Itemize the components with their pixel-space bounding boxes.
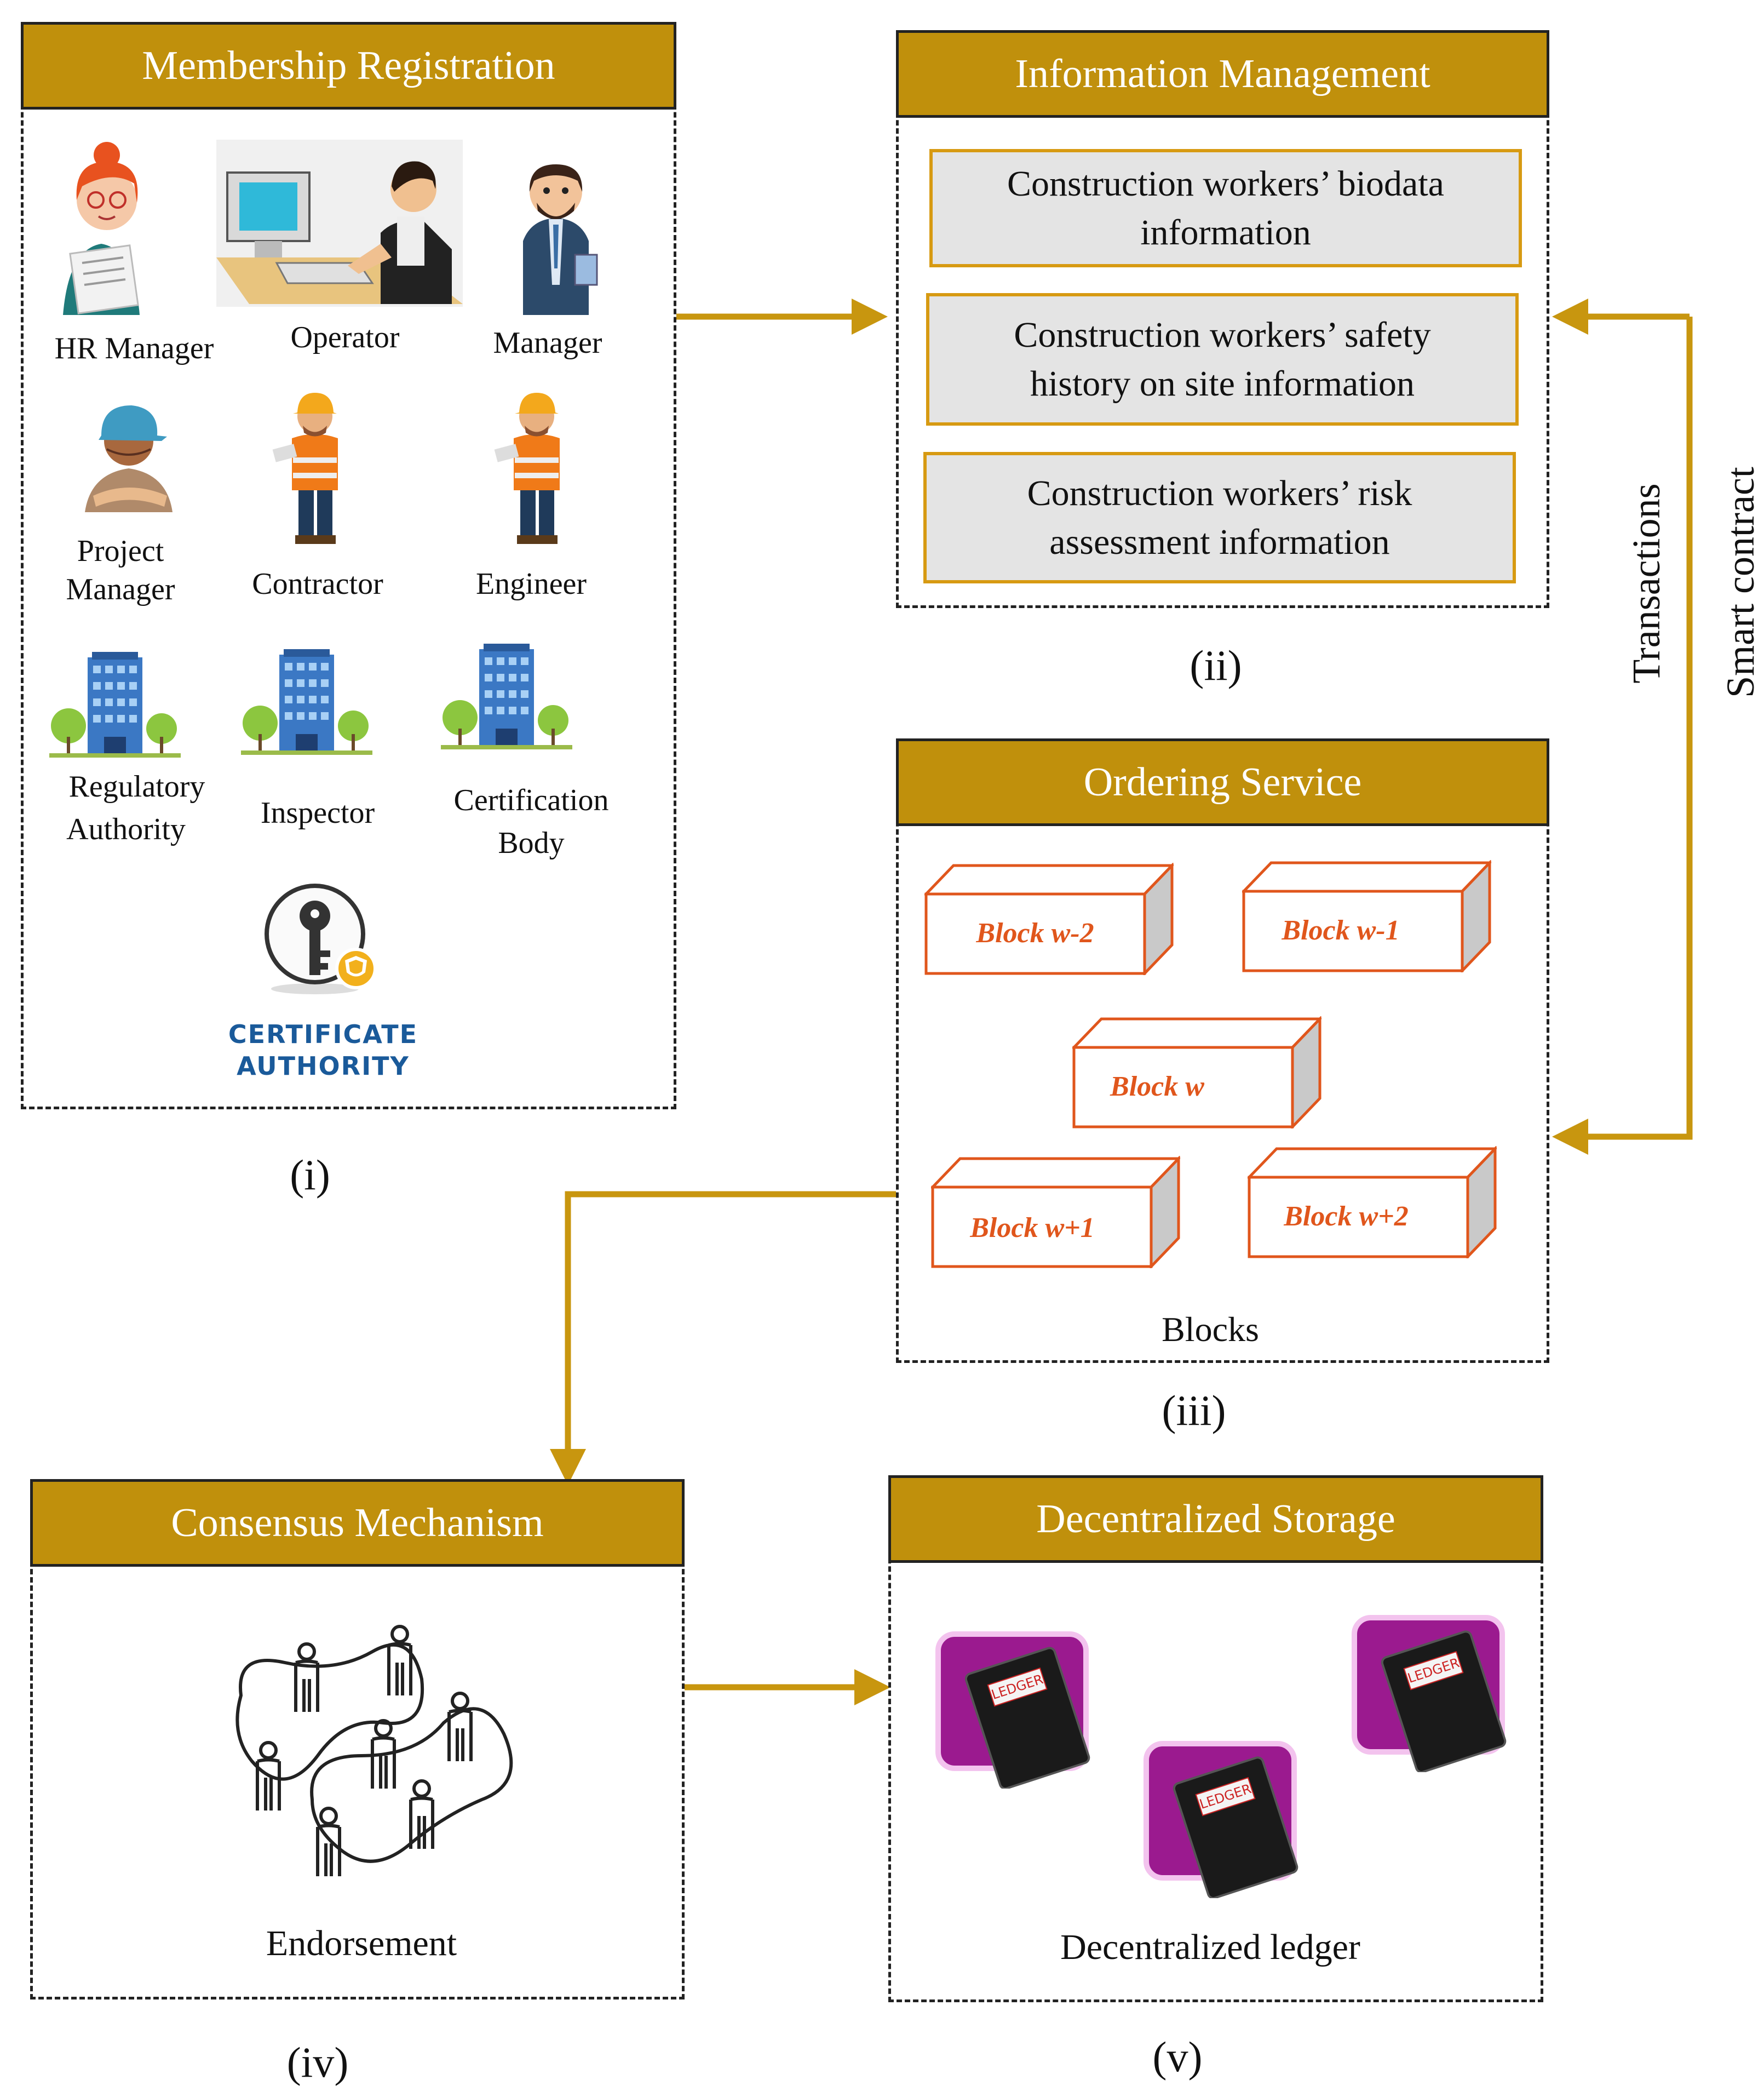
info-item-safety-line2: history on site information [1030, 364, 1415, 404]
certificate-authority-label-1: CERTIFICATE [228, 1019, 418, 1049]
ordering-service-title: Ordering Service [896, 738, 1549, 826]
block-w-minus-1: Block w-1 [1242, 860, 1491, 972]
information-management-title: Information Management [896, 30, 1549, 118]
certification-body-label-2: Body [498, 826, 565, 860]
membership-registration-title: Membership Registration [21, 22, 676, 110]
operator-label: Operator [290, 320, 400, 354]
certification-body-building-icon [441, 644, 572, 749]
block-w-plus-1: Block w+1 [931, 1156, 1180, 1268]
certificate-authority-label-2: AUTHORITY [237, 1051, 410, 1081]
information-management-panel: Information Management [896, 30, 1549, 608]
ordering-caption: (iii) [1162, 1386, 1226, 1434]
ledger-icon-3: LEDGER [1352, 1615, 1507, 1772]
project-manager-label-2: Manager [66, 572, 175, 606]
inspector-label: Inspector [260, 796, 375, 830]
engineer-icon [494, 393, 560, 544]
endorsement-people-icon [235, 1625, 513, 1876]
info-item-safety-line1: Construction workers’ safety [1014, 314, 1431, 355]
project-manager-icon [85, 405, 173, 512]
arrow-ordering-to-consensus [550, 1191, 896, 1485]
storage-caption: (v) [1152, 2033, 1203, 2081]
block-w-plus-2-label: Block w+2 [1283, 1201, 1409, 1232]
regulatory-authority-label-2: Authority [66, 812, 186, 846]
decentralized-ledger-label: Decentralized ledger [1060, 1927, 1360, 1967]
consensus-caption: (iv) [286, 2038, 349, 2086]
smart-contract-label: Smart contract [1719, 467, 1762, 698]
info-item-biodata: Construction workers’ biodata information [929, 149, 1522, 267]
block-w-minus-1-label: Block w-1 [1281, 915, 1399, 946]
hr-manager-icon [63, 142, 140, 315]
consensus-mechanism-panel: Consensus Mechanism [30, 1479, 685, 1999]
consensus-mechanism-title: Consensus Mechanism [30, 1479, 685, 1567]
info-item-safety-history: Construction workers’ safety history on s… [926, 293, 1519, 426]
transactions-label: Transactions [1624, 483, 1668, 684]
contractor-icon [272, 393, 338, 544]
block-w: Block w [1072, 1016, 1321, 1128]
block-w-plus-2: Block w+2 [1248, 1146, 1497, 1258]
info-item-risk-assessment: Construction workers’ risk assessment inf… [923, 452, 1516, 583]
info-item-risk-line2: assessment information [1049, 522, 1390, 562]
info-item-risk-line1: Construction workers’ risk [1027, 473, 1412, 513]
key-shield-icon [265, 884, 377, 994]
ordering-service-panel: Ordering Service [896, 738, 1549, 1363]
ledger-icon-2: LEDGER [1144, 1741, 1298, 1898]
manager-label: Manager [493, 326, 602, 360]
certification-body-label-1: Certification [453, 783, 609, 817]
engineer-label: Engineer [475, 567, 587, 601]
blocks-label: Blocks [1162, 1310, 1259, 1349]
ledger-icon-1: LEDGER [935, 1631, 1090, 1789]
contractor-label: Contractor [252, 567, 383, 601]
membership-caption: (i) [290, 1151, 330, 1199]
info-item-biodata-line2: information [1140, 213, 1311, 253]
manager-icon [523, 164, 598, 315]
block-w-plus-1-label: Block w+1 [969, 1212, 1095, 1244]
block-w-minus-2: Block w-2 [924, 863, 1174, 975]
operator-icon [216, 140, 463, 307]
regulatory-authority-label-1: Regulatory [68, 770, 205, 804]
information-caption: (ii) [1190, 641, 1242, 689]
decentralized-storage-title: Decentralized Storage [888, 1475, 1543, 1563]
hr-manager-label: HR Manager [54, 331, 214, 365]
arrow-transactions-loop [1552, 317, 1693, 1155]
endorsement-label: Endorsement [266, 1923, 457, 1963]
regulatory-authority-building-icon [49, 652, 181, 758]
block-w-label: Block w [1110, 1071, 1204, 1102]
decentralized-storage-panel: Decentralized Storage [888, 1475, 1543, 2002]
project-manager-label-1: Project [77, 534, 164, 568]
info-item-biodata-line1: Construction workers’ biodata [1007, 163, 1444, 204]
membership-registration-panel: Membership Registration [21, 22, 676, 1109]
inspector-building-icon [241, 649, 372, 755]
block-w-minus-2-label: Block w-2 [975, 918, 1094, 949]
